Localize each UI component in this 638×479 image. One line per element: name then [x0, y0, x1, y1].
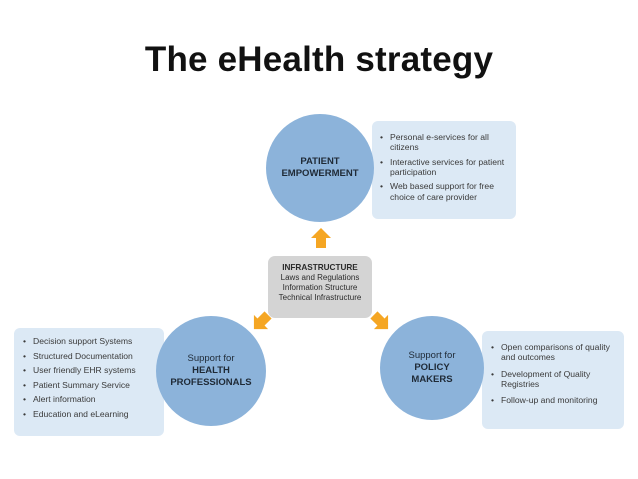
list-item: User friendly EHR systems — [23, 365, 158, 376]
circle-label: PATIENT — [300, 156, 340, 168]
list-item: Patient Summary Service — [23, 380, 158, 391]
list-item: Decision support Systems — [23, 336, 158, 347]
patient-empowerment-circle: PATIENT EMPOWERMENT — [266, 114, 374, 222]
circle-lead: Support for — [408, 350, 456, 362]
list-item: Open comparisons of quality and outcomes — [491, 342, 618, 363]
infrastructure-box: INFRASTRUCTURE Laws and Regulations Info… — [268, 256, 372, 318]
infrastructure-line: Information Structure — [282, 283, 358, 293]
page-title: The eHealth strategy — [144, 40, 494, 79]
list-item: Development of Quality Registries — [491, 369, 618, 390]
list-item: Personal e-services for all citizens — [380, 132, 510, 153]
infrastructure-line: Technical Infrastructure — [278, 293, 362, 303]
list-item: Interactive services for patient partici… — [380, 157, 510, 178]
infrastructure-title: INFRASTRUCTURE — [282, 263, 358, 272]
policy-makers-details: Open comparisons of quality and outcomes… — [482, 331, 624, 429]
list-item: Web based support for free choice of car… — [380, 181, 510, 202]
circle-lead: Support for — [187, 353, 235, 365]
policy-makers-circle: Support for POLICY MAKERS — [380, 316, 484, 420]
arrow-up-icon — [311, 228, 331, 248]
infrastructure-line: Laws and Regulations — [280, 273, 360, 283]
health-professionals-details: Decision support Systems Structured Docu… — [14, 328, 164, 436]
health-professionals-circle: Support for HEALTH PROFESSIONALS — [156, 316, 266, 426]
circle-label: PROFESSIONALS — [170, 376, 252, 388]
list-item: Structured Documentation — [23, 351, 158, 362]
patient-empowerment-details: Personal e-services for all citizens Int… — [372, 121, 516, 219]
circle-label: MAKERS — [411, 373, 453, 385]
circle-label: HEALTH — [192, 365, 230, 377]
circle-label: POLICY — [414, 362, 450, 374]
list-item: Follow-up and monitoring — [491, 395, 618, 406]
arrow-down-left-icon — [253, 311, 272, 330]
list-item: Education and eLearning — [23, 409, 158, 420]
arrow-down-right-icon — [370, 311, 389, 330]
circle-label: EMPOWERMENT — [281, 168, 359, 179]
list-item: Alert information — [23, 394, 158, 405]
